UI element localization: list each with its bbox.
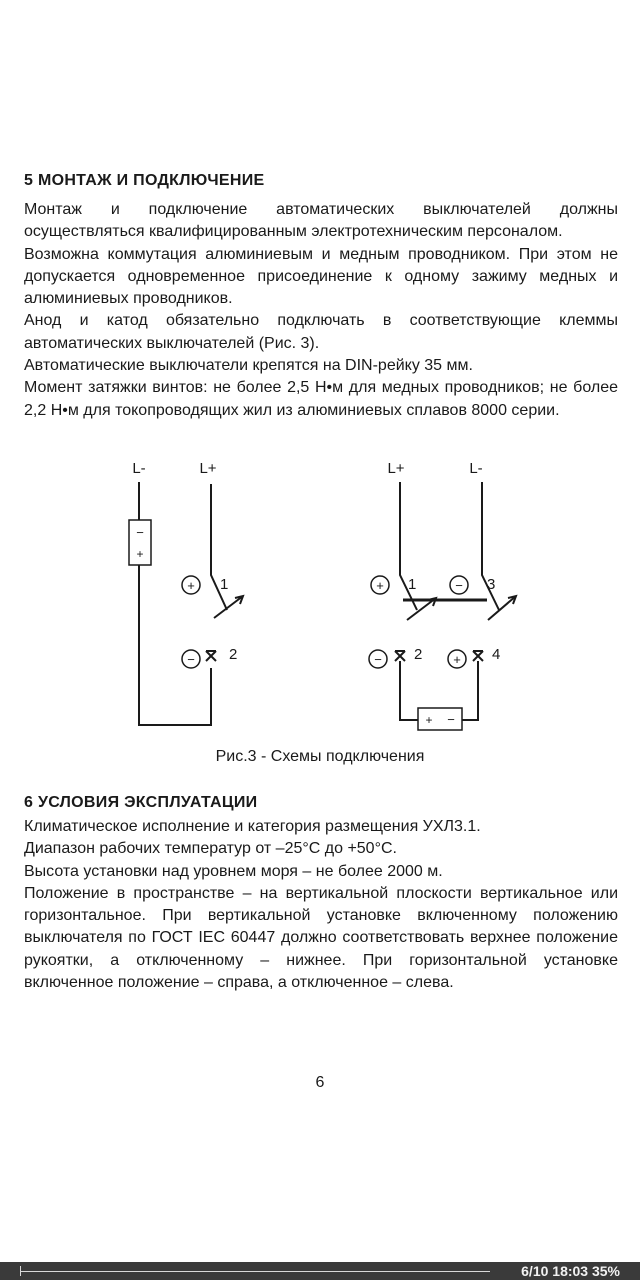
right-terminal-4: 4 [492, 646, 500, 663]
section-5-heading: 5 МОНТАЖ И ПОДКЛЮЧЕНИЕ [24, 172, 265, 189]
left-label-minus: L- [132, 460, 145, 477]
right-plus-circle-4 [447, 649, 467, 669]
right-load [417, 707, 463, 731]
right-minus-sign-2: − [374, 652, 382, 667]
page-number: 6 [315, 1074, 325, 1091]
section-6-paragraph-2: Диапазон рабочих температур от –25°С до … [24, 840, 397, 858]
left-source-plus: + [136, 547, 143, 561]
left-plus-sign: + [187, 578, 195, 593]
right-plus-circle-1 [370, 575, 390, 595]
section-6-heading: 6 УСЛОВИЯ ЭКСПЛУАТАЦИИ [24, 794, 258, 811]
right-load-minus: − [447, 712, 455, 727]
right-contact-fixed-4 [472, 650, 484, 662]
reading-progress-track[interactable] [20, 1271, 490, 1272]
left-label-plus: L+ [199, 460, 216, 477]
right-load-plus: + [425, 713, 432, 727]
section-6-paragraph-4: Положение в пространстве – на вертикальн… [24, 884, 618, 992]
right-wire-plus [399, 482, 418, 611]
section-6-paragraph-3: Высота установки над уровнем моря – не б… [24, 862, 443, 880]
left-minus-sign: − [187, 652, 195, 667]
section-5-paragraph-1: Монтаж и подключение автоматических выкл… [24, 201, 618, 241]
left-minus-circle [181, 649, 201, 669]
left-wire-plus [210, 484, 228, 611]
right-terminal-3: 3 [487, 576, 495, 593]
right-label-minus: L- [469, 460, 482, 477]
section-5-paragraph-5: Момент затяжки винтов: не более 2,5 Н•м … [24, 379, 618, 419]
right-minus-circle-2 [368, 649, 388, 669]
right-label-plus: L+ [387, 460, 404, 477]
left-terminal-2: 2 [229, 646, 237, 663]
right-minus-sign-3: − [455, 578, 463, 593]
left-source-minus: − [136, 525, 144, 540]
left-terminal-1: 1 [220, 576, 228, 593]
figure-caption: Рис.3 - Схемы подключения [215, 748, 425, 765]
left-contact-arrow [213, 594, 245, 619]
reader-status-bar: 6/10 18:03 35% [0, 1262, 640, 1280]
right-contact-fixed-2 [394, 650, 406, 662]
section-6-body: Климатическое исполнение и категория раз… [24, 816, 618, 994]
right-terminal-1: 1 [408, 576, 416, 593]
right-wire-minus [481, 482, 500, 611]
right-plus-sign-4: + [453, 652, 461, 667]
left-plus-circle [181, 575, 201, 595]
section-5-body: Монтаж и подключение автоматических выкл… [24, 199, 618, 422]
status-text: 6/10 18:03 35% [521, 1263, 620, 1279]
right-contact-arrow-3 [487, 594, 518, 621]
right-terminal-2: 2 [414, 646, 422, 663]
left-wire-minus [138, 482, 212, 726]
right-contact-arrow-1 [406, 596, 438, 621]
wiring-diagram: L- L+ − + + − 1 2 L+ L- + − − + 1 2 3 4 … [128, 460, 518, 731]
left-contact-fixed [205, 650, 217, 662]
section-5-paragraph-3: Анод и катод обязательно подключать в со… [24, 312, 618, 352]
right-load-wires [399, 661, 479, 721]
section-6-paragraph-1: Климатическое исполнение и категория раз… [24, 818, 481, 835]
left-dc-source [128, 519, 152, 566]
section-5-paragraph-2: Возможна коммутация алюминиевым и медным… [24, 245, 618, 308]
right-plus-sign-1: + [376, 578, 384, 593]
right-minus-circle-3 [449, 575, 469, 595]
section-5-paragraph-4: Автоматические выключатели крепятся на D… [24, 357, 473, 375]
